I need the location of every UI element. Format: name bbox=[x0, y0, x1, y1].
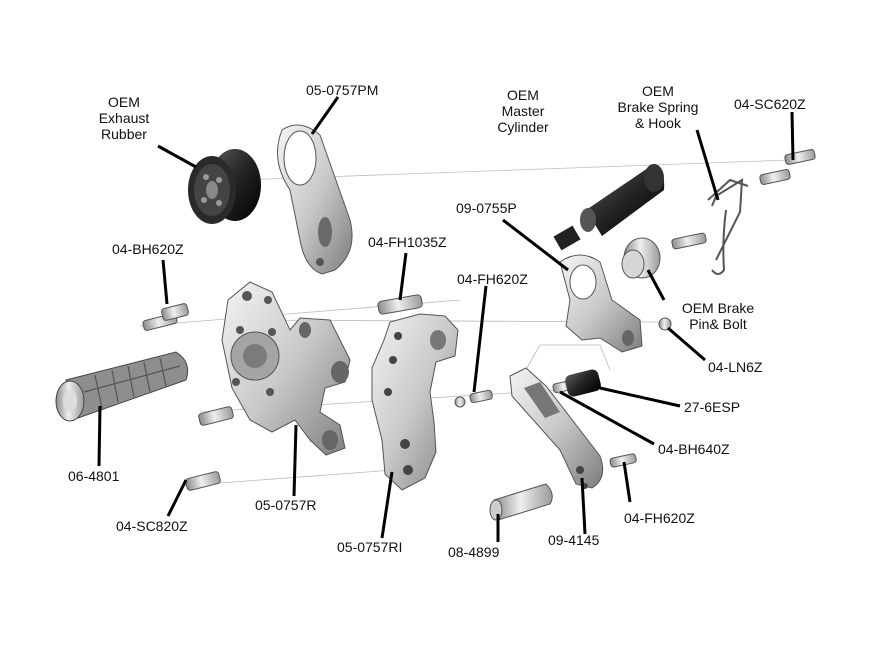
label-04-FH620Z-top: 04-FH620Z bbox=[457, 271, 528, 287]
hanger-plate-part bbox=[277, 124, 353, 275]
main-bracket-part bbox=[221, 281, 351, 456]
master-cylinder-part bbox=[553, 164, 665, 251]
leader-lines bbox=[97, 96, 795, 542]
footpeg-part bbox=[55, 351, 189, 422]
inner-bracket-part bbox=[371, 313, 459, 491]
label-04-SC620Z: 04-SC620Z bbox=[734, 96, 806, 112]
label-oem-exhaust-rubber: OEM Exhaust Rubber bbox=[98, 94, 150, 142]
label-04-LN6Z: 04-LN6Z bbox=[708, 359, 763, 375]
label-27-6ESP: 27-6ESP bbox=[684, 399, 741, 415]
label-04-FH620Z-bottom: 04-FH620Z bbox=[624, 510, 695, 526]
label-05-0757PM: 05-0757PM bbox=[306, 82, 379, 98]
label-08-4899: 08-4899 bbox=[448, 544, 500, 560]
label-04-BH640Z: 04-BH640Z bbox=[658, 441, 730, 457]
label-09-0755P: 09-0755P bbox=[456, 200, 517, 216]
label-09-4145: 09-4145 bbox=[548, 532, 600, 548]
exhaust-rubber-part bbox=[188, 149, 261, 224]
label-04-BH620Z: 04-BH620Z bbox=[112, 241, 184, 257]
label-oem-brake-pin-bolt: OEM Brake Pin& Bolt bbox=[681, 300, 755, 332]
brake-spring-part bbox=[707, 178, 749, 275]
rubber-bumper-part bbox=[565, 369, 601, 397]
cylinder-mount-part bbox=[559, 254, 643, 353]
label-04-SC820Z: 04-SC820Z bbox=[116, 518, 188, 534]
label-06-4801: 06-4801 bbox=[68, 468, 120, 484]
brake-lever-part bbox=[509, 367, 604, 489]
label-oem-brake-spring-hook: OEM Brake Spring & Hook bbox=[617, 83, 699, 131]
label-05-0757R: 05-0757R bbox=[255, 497, 317, 513]
brake-pin-part bbox=[621, 237, 661, 279]
label-oem-master-cylinder: OEM Master Cylinder bbox=[497, 87, 549, 135]
bushing-part bbox=[489, 483, 553, 521]
label-05-0757RI: 05-0757RI bbox=[337, 539, 403, 555]
label-04-FH1035Z: 04-FH1035Z bbox=[368, 234, 447, 250]
